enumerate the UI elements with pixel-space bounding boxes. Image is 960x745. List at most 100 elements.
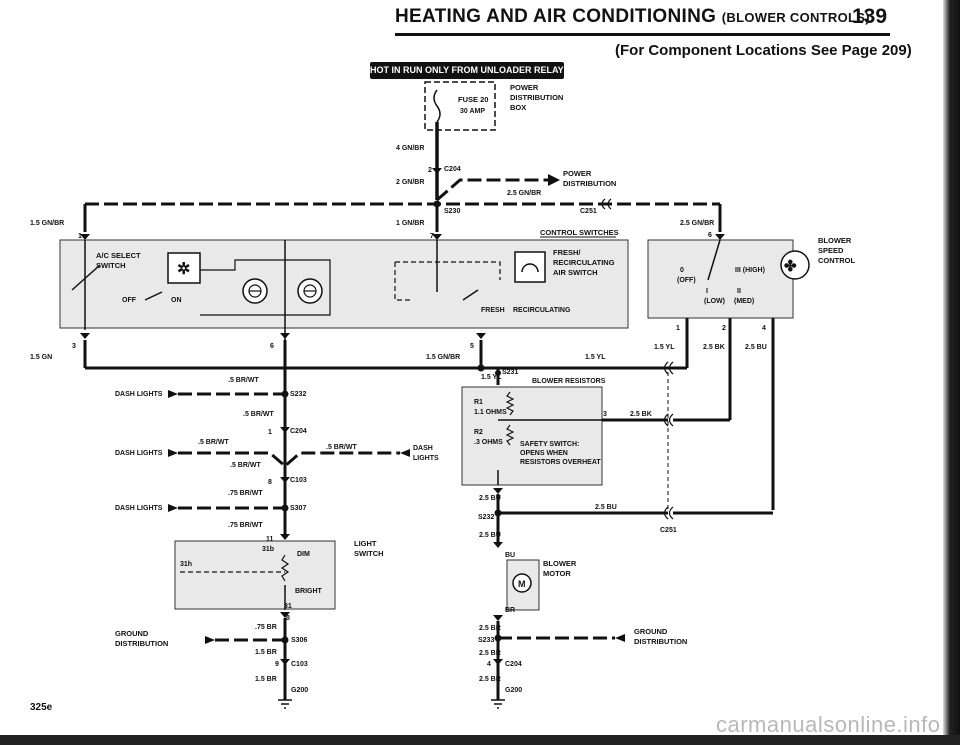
- pin-5: 5: [470, 343, 474, 350]
- pin-speed-2: 2: [722, 325, 726, 332]
- pin-7: 7: [430, 233, 434, 240]
- bright-label: BRIGHT: [295, 588, 323, 595]
- fresh-recirculating-switch: FRESH/ RECIRCULATING AIR SWITCH FRESH RE…: [394, 240, 615, 314]
- connector-c251-b: C251: [660, 527, 677, 534]
- terminal-31: 31: [284, 603, 292, 610]
- fresh-recirc-label-1: FRESH/: [553, 248, 581, 257]
- wire-75brwt-2: .75 BR/WT: [228, 522, 263, 529]
- r2-label: R2: [474, 429, 483, 436]
- safety-switch-label-1: SAFETY SWITCH:: [520, 441, 579, 448]
- fresh-label: FRESH: [481, 307, 505, 314]
- pin-speed-4: 4: [762, 325, 766, 332]
- page-title-main: HEATING AND AIR CONDITIONING: [395, 6, 717, 27]
- wire-25bu-r: 2.5 BU: [745, 344, 767, 351]
- pin-speed-1: 1: [676, 325, 680, 332]
- speed-low: (LOW): [704, 298, 725, 305]
- lights-label: LIGHTS: [413, 455, 439, 462]
- indicator-lamps: [200, 240, 331, 340]
- r2-value: .3 OHMS: [474, 439, 503, 446]
- speed-high: III (HIGH): [735, 267, 765, 274]
- light-switch-label-1: LIGHT: [354, 539, 377, 548]
- wire-15gnbr-left: 1.5 GN/BR: [30, 220, 64, 227]
- pin-8: 8: [268, 479, 272, 486]
- wire-25br-1: 2.5 BR: [479, 625, 501, 632]
- power-dist-right-2: DISTRIBUTION: [563, 179, 616, 188]
- fresh-recirc-label-3: AIR SWITCH: [553, 268, 598, 277]
- connector-c204: C204: [290, 428, 307, 435]
- ground-dist-right-1: GROUND: [634, 627, 668, 636]
- splice-s232-b: S232: [478, 514, 494, 521]
- splice-s306: S306: [291, 637, 307, 644]
- ground-g200: G200: [291, 687, 308, 694]
- splice-s230: S230: [444, 208, 460, 215]
- motor-bu-label: BU: [505, 552, 515, 559]
- wire-5brwt-2: .5 BR/WT: [243, 411, 274, 418]
- ground-dist-right-2: DISTRIBUTION: [634, 637, 687, 646]
- connector-c204-b: C204: [505, 661, 522, 668]
- page-edge: [943, 0, 960, 745]
- fresh-recirc-label-2: RECIRCULATING: [553, 258, 615, 267]
- blower-speed-label-2: SPEED: [818, 246, 844, 255]
- wire-75brwt-1: .75 BR/WT: [228, 490, 263, 497]
- blower-speed-control: BLOWER SPEED CONTROL ✤ 0 (OFF) III (HIGH…: [677, 236, 855, 305]
- wire-25gnbr: 2.5 GN/BR: [507, 190, 541, 197]
- ground-dist-left-1: GROUND: [115, 629, 149, 638]
- pdb-label-3: BOX: [510, 103, 526, 112]
- blower-speed-label-3: CONTROL: [818, 256, 855, 265]
- wire-1gnbr: 1 GN/BR: [396, 220, 424, 227]
- bottom-bar: [0, 735, 960, 745]
- wire-25gnbr-right: 2.5 GN/BR: [680, 220, 714, 227]
- ground-g200-b: G200: [505, 687, 522, 694]
- pin-9: 9: [275, 661, 279, 668]
- r1-value: 1.1 OHMS: [474, 409, 507, 416]
- speed-ii: II: [737, 288, 741, 295]
- wire-2gnbr: 2 GN/BR: [396, 179, 424, 186]
- header-rule: [395, 33, 890, 36]
- wire-15yl-mid: 1.5 YL: [585, 354, 606, 361]
- blower-resistors-label: BLOWER RESISTORS: [532, 378, 606, 385]
- safety-switch-label-3: RESISTORS OVERHEAT: [520, 459, 601, 466]
- motor-m-symbol: M: [518, 579, 526, 589]
- pin-8b: 8: [286, 615, 290, 622]
- control-switches-label: CONTROL SWITCHES: [540, 228, 619, 237]
- c204-top: C204: [444, 166, 461, 173]
- page-title: HEATING AND AIR CONDITIONING (BLOWER CON…: [395, 6, 870, 28]
- blower-speed-panel: [647, 239, 794, 319]
- connector-c103-b: C103: [291, 661, 308, 668]
- fuse-rating: 30 AMP: [460, 108, 485, 115]
- pin-11: 11: [266, 536, 274, 543]
- pin-3-res: 3: [603, 411, 607, 418]
- blower-resistors: R1 1.1 OHMS R2 .3 OHMS SAFETY SWITCH: OP…: [461, 386, 603, 486]
- motor-br-label: BR: [505, 607, 515, 614]
- speed-i: I: [706, 288, 708, 295]
- dash-label: DASH: [413, 445, 433, 452]
- connector-c103: C103: [290, 477, 307, 484]
- pin-6: 6: [270, 343, 274, 350]
- wire-5brwt-1: .5 BR/WT: [228, 377, 259, 384]
- recirculating-label: RECIRCULATING: [513, 307, 571, 314]
- pin-1-left: 1: [78, 233, 82, 240]
- pdb-label-1: POWER: [510, 83, 539, 92]
- watermark: carmanualsonline.info: [716, 712, 941, 737]
- ground-dist-left-2: DISTRIBUTION: [115, 639, 168, 648]
- pin-2: 2: [428, 167, 432, 174]
- power-dist-right-1: POWER: [563, 169, 592, 178]
- dash-lights-3: DASH LIGHTS: [115, 505, 163, 512]
- pin-6-right: 6: [708, 232, 712, 239]
- light-switch-label-2: SWITCH: [354, 549, 384, 558]
- speed-med: (MED): [734, 298, 754, 305]
- wire-5brwt-3: .5 BR/WT: [198, 439, 229, 446]
- wire-15gnbr-mid: 1.5 GN/BR: [426, 354, 460, 361]
- ac-select-switch: A/C SELECT SWITCH ✲ OFF ON: [71, 240, 201, 330]
- terminal-31b: 31b: [262, 546, 274, 553]
- wire-25bu-3: 2.5 BU: [479, 532, 501, 539]
- wire-15yl-s231: 1.5 YL: [481, 374, 502, 381]
- speed-off: (OFF): [677, 277, 696, 284]
- wire-75br: .75 BR: [255, 624, 277, 631]
- dash-lights-1: DASH LIGHTS: [115, 391, 163, 398]
- pin-4: 4: [487, 661, 491, 668]
- wire-15gn: 1.5 GN: [30, 354, 52, 361]
- splice-s307: S307: [290, 505, 306, 512]
